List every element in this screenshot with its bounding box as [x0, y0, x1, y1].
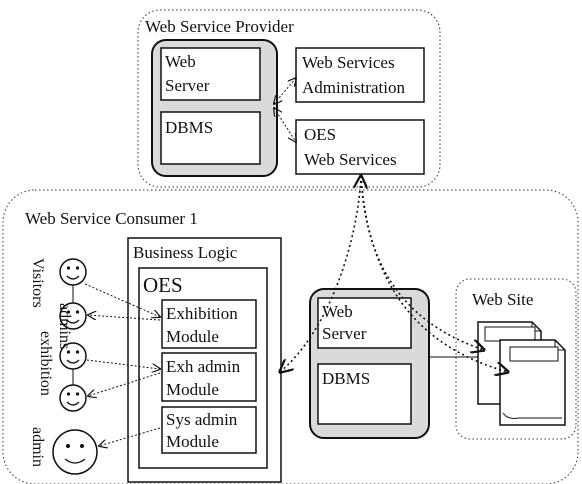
arrow-server-to-admin	[274, 78, 296, 104]
smiley-icon-admin	[52, 429, 98, 475]
exh-admin-module-box	[161, 352, 257, 402]
admin-service-label: Web Services Administration	[302, 53, 405, 97]
smiley-icon-exh-admin-1	[59, 342, 87, 370]
web-page-front-icon	[499, 339, 566, 426]
consumer-boundary	[2, 189, 579, 484]
consumer-title: Web Service Consumer 1	[25, 209, 198, 228]
oes-service-box	[295, 119, 425, 175]
business-logic-title: Business Logic	[133, 243, 238, 262]
smiley-icon-exh-admin-2	[59, 384, 87, 412]
provider-web-server-label: Web Server	[165, 52, 210, 95]
consumer-dbms-label: DBMS	[322, 369, 370, 388]
oes-label: OES	[143, 273, 183, 297]
arrow-server-to-oes	[274, 108, 296, 142]
exhibition-module-box	[161, 299, 257, 349]
arrow-visitor1-exhibition	[84, 283, 160, 317]
arrow-exhadmin-module-exhadmin2	[88, 372, 161, 396]
actor-label-exhibition-admins: exhibition admins	[37, 303, 73, 400]
smiley-icon-visitor-1	[59, 258, 87, 286]
web-site-title: Web Site	[472, 290, 533, 309]
curve-oes-to-website-1	[360, 175, 484, 350]
exhibition-module-label: Exhibition Module	[166, 304, 242, 346]
provider-web-server-box	[160, 47, 261, 101]
curve-oes-to-website-2	[360, 175, 508, 372]
provider-dbms-label: DBMS	[165, 118, 213, 137]
provider-title: Web Service Provider	[145, 17, 294, 36]
actor-label-visitors: Visitors	[29, 258, 46, 308]
arrow-sysadmin-module-admin	[99, 427, 161, 446]
admin-service-box	[295, 47, 425, 103]
sys-admin-module-label: Sys admin Module	[166, 410, 242, 451]
arrow-exhadmin1-exhadmin-module	[86, 359, 160, 369]
sys-admin-module-box	[161, 406, 257, 454]
actor-label-admin: admin	[29, 427, 46, 467]
oes-service-label: OES Web Services	[304, 125, 397, 169]
arrow-exhibition-visitor2	[88, 315, 161, 321]
exh-admin-module-label: Exh admin Module	[166, 357, 244, 399]
provider-dbms-box	[160, 111, 261, 165]
